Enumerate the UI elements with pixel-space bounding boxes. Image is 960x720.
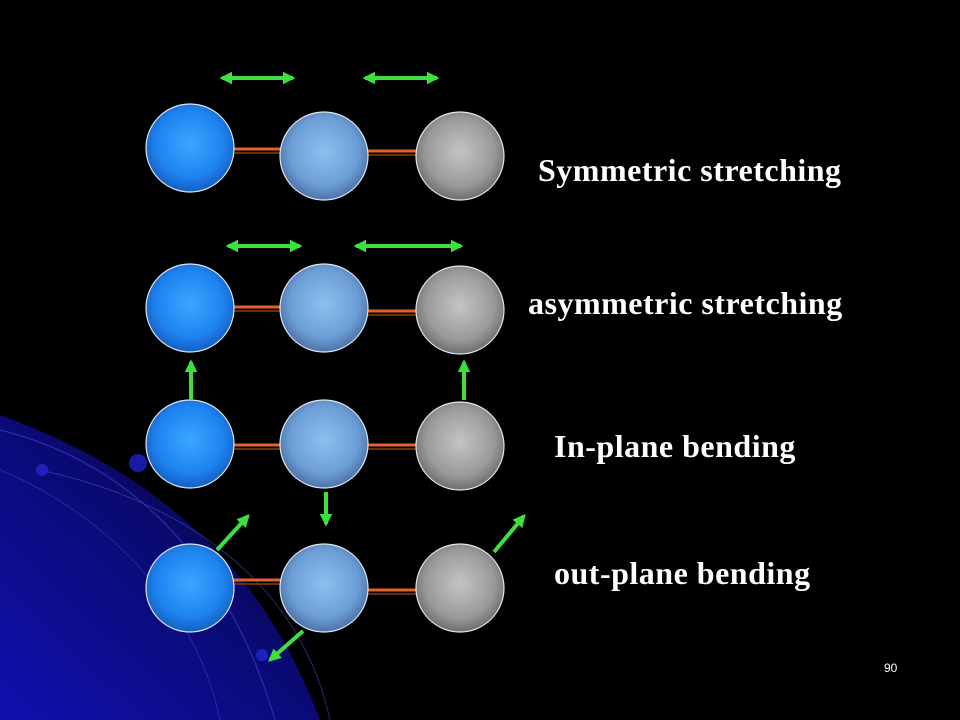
- arrow-diagonal-up: [215, 514, 250, 552]
- bond: [233, 305, 283, 312]
- page-number: 90: [884, 661, 898, 675]
- label-in-plane-bending: In-plane bending: [554, 428, 796, 464]
- bond: [367, 149, 418, 156]
- molecule-asymmetric-stretching: [145, 239, 505, 355]
- atom-middle: [279, 263, 369, 353]
- bond: [233, 443, 283, 450]
- atom-left: [145, 103, 235, 193]
- atom-right: [415, 401, 505, 491]
- atom-left: [145, 263, 235, 353]
- atom-left: [145, 543, 235, 633]
- label-asymmetric-stretching: asymmetric stretching: [528, 285, 843, 321]
- bond: [367, 588, 418, 595]
- label-out-plane-bending: out-plane bending: [554, 555, 811, 591]
- atom-right: [415, 265, 505, 355]
- atom-middle: [279, 399, 369, 489]
- molecule-out-plane-bending: [145, 514, 526, 662]
- atom-left: [145, 399, 235, 489]
- arrow-diagonal-up: [492, 514, 526, 554]
- atom-right: [415, 543, 505, 633]
- atom-middle: [279, 543, 369, 633]
- bond: [367, 443, 418, 450]
- atom-right: [415, 111, 505, 201]
- molecule-in-plane-bending: [145, 359, 505, 527]
- bond: [233, 147, 283, 154]
- atom-middle: [279, 111, 369, 201]
- bond: [233, 578, 283, 585]
- bond: [367, 309, 418, 316]
- molecule-symmetric-stretching: [145, 71, 505, 201]
- label-symmetric-stretching: Symmetric stretching: [538, 152, 842, 188]
- arrow-diagonal-down: [268, 629, 305, 662]
